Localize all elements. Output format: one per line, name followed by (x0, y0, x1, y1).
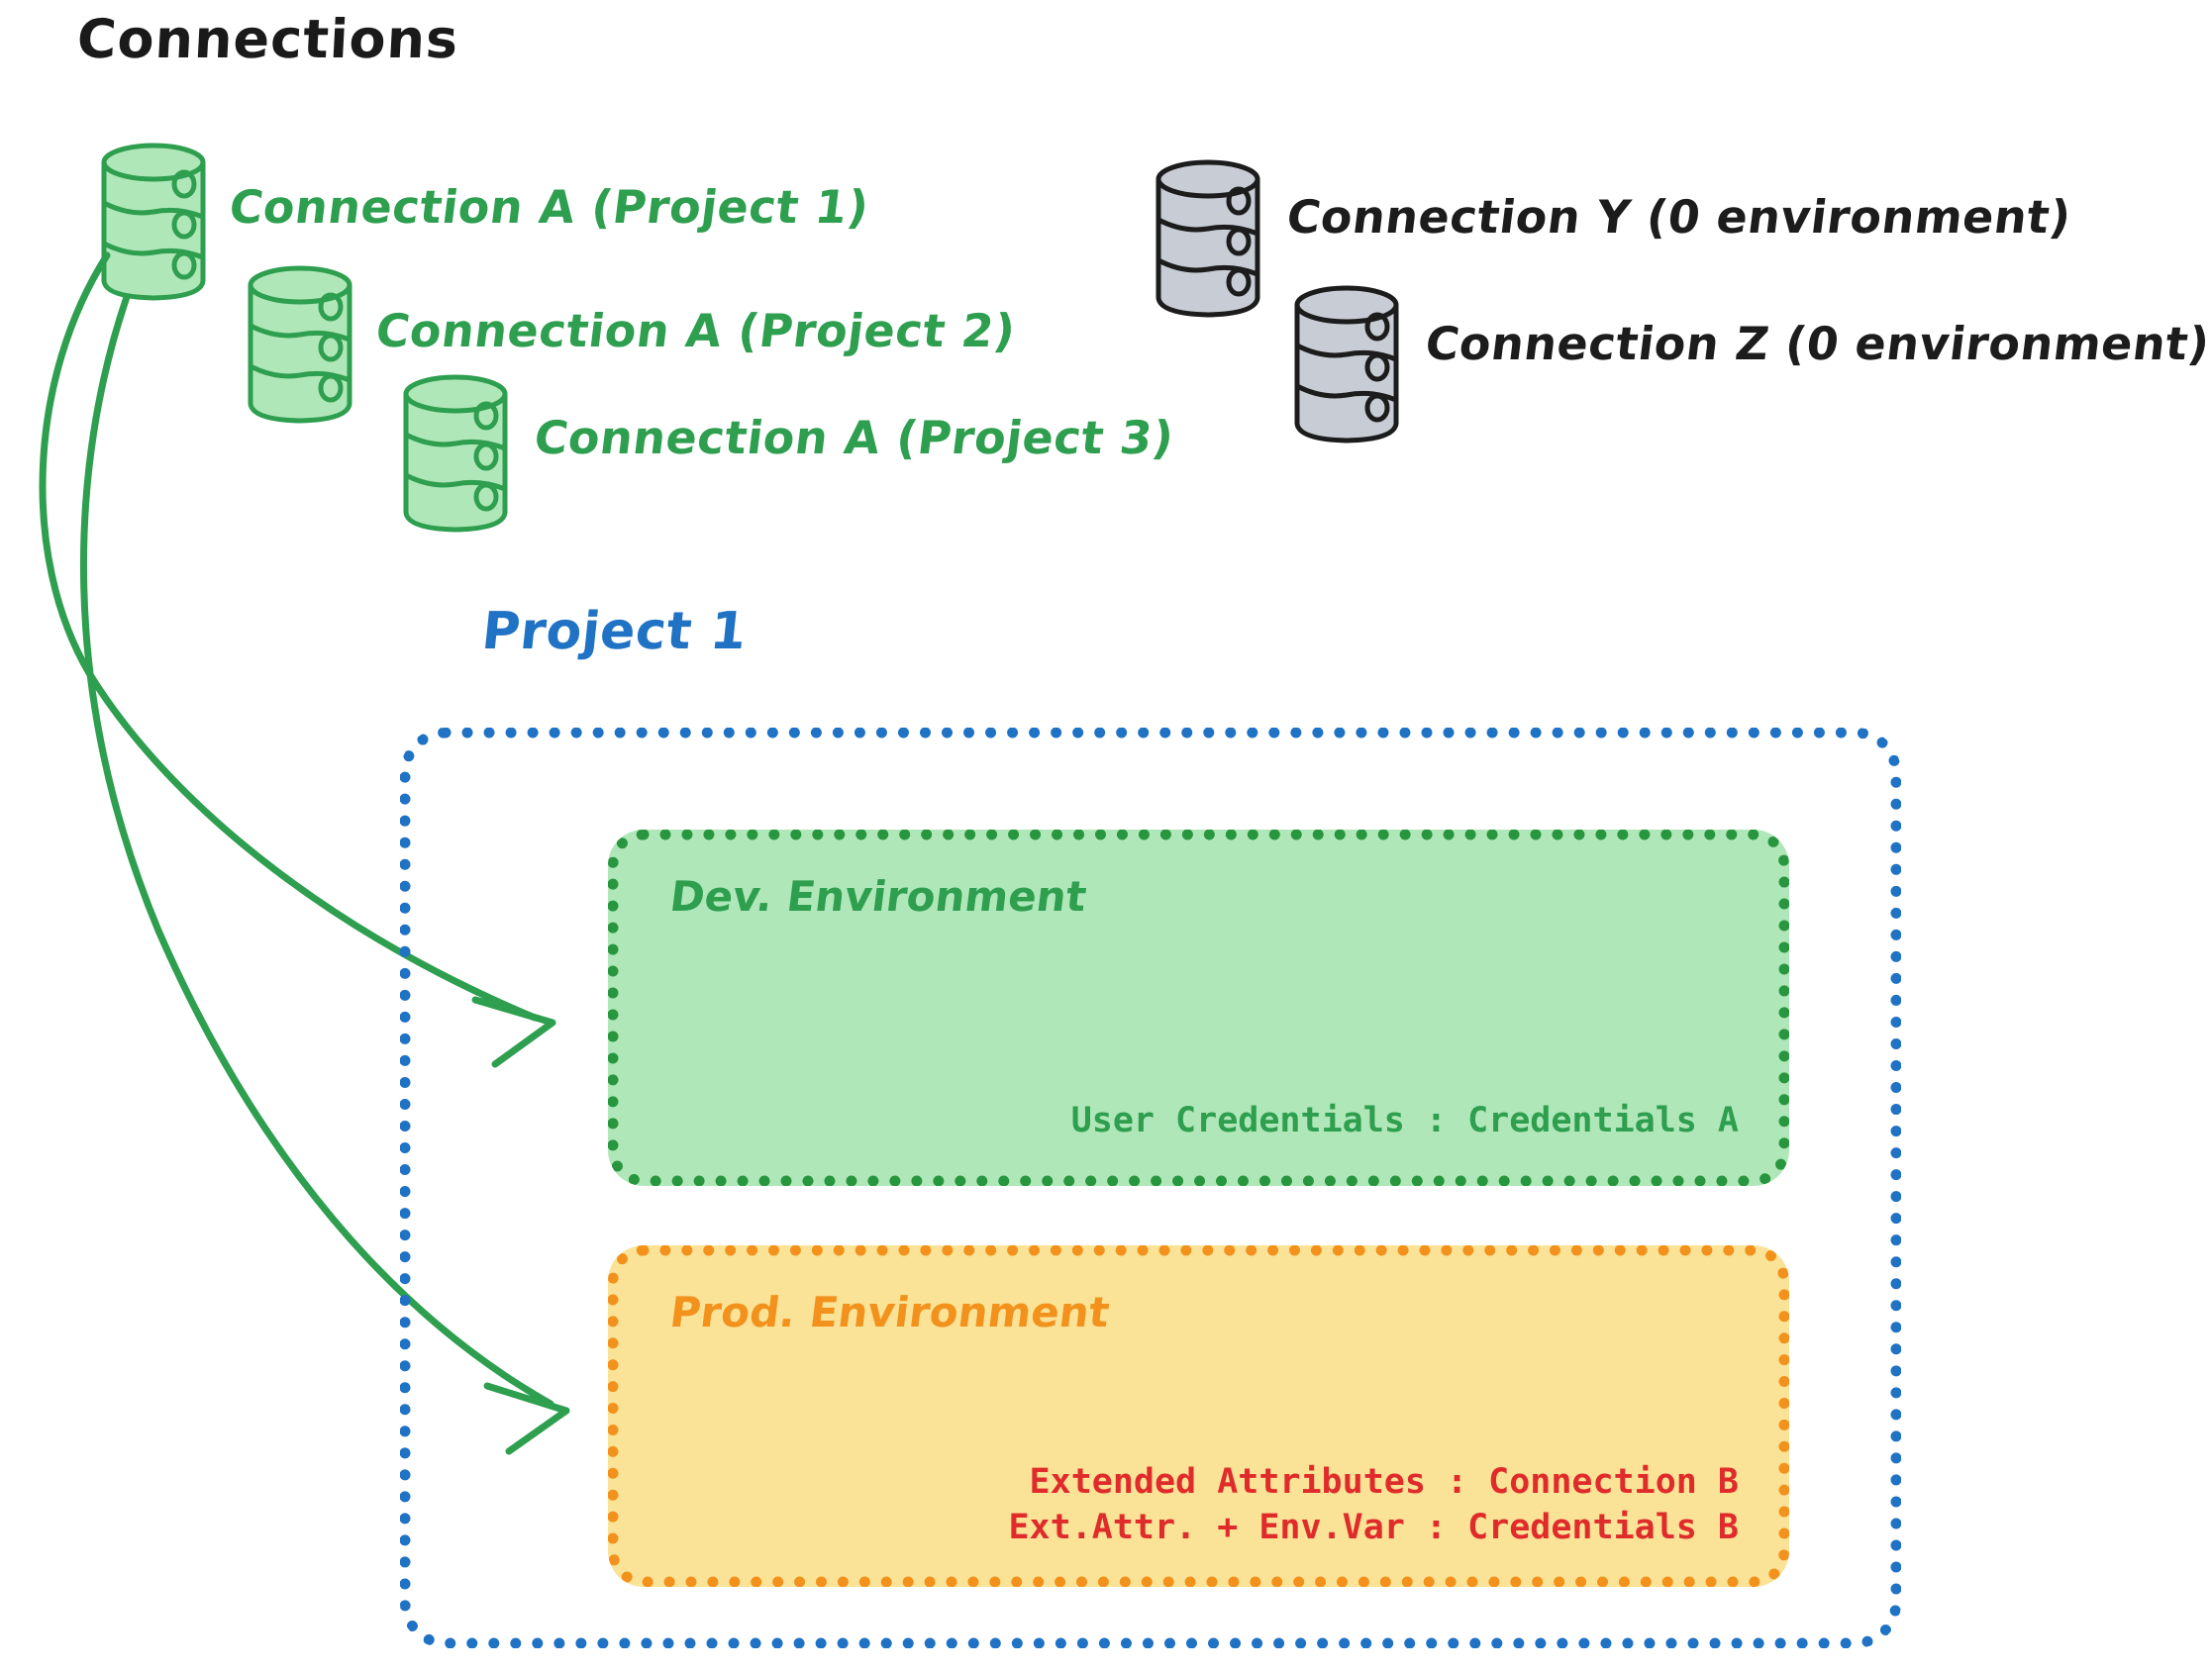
page-title: Connections (75, 8, 460, 70)
connection-label-a-project-1: Connection A (Project 1) (226, 180, 872, 234)
dev-environment-box: Dev. Environment User Credentials : Cred… (608, 830, 1789, 1186)
dev-environment-title: Dev. Environment (666, 872, 1089, 921)
connection-label-a-project-2: Connection A (Project 2) (372, 304, 1019, 357)
connection-label-y: Connection Y (0 environment) (1283, 190, 2074, 244)
database-icon-connection-a-project-1 (104, 146, 203, 298)
database-icon-connection-z (1297, 288, 1396, 441)
connection-label-a-project-3: Connection A (Project 3) (531, 411, 1177, 464)
database-icon-connection-a-project-3 (406, 377, 505, 530)
project-title: Project 1 (478, 602, 751, 661)
database-icon-connection-y (1158, 162, 1257, 315)
database-icon-connection-a-project-2 (251, 268, 350, 421)
project-1-container (400, 728, 1901, 1648)
dev-environment-details: User Credentials : Credentials A (1070, 1101, 1739, 1140)
connection-label-z: Connection Z (0 environment) (1422, 317, 2212, 370)
prod-environment-title: Prod. Environment (666, 1288, 1113, 1336)
prod-environment-details: Extended Attributes : Connection B Ext.A… (1008, 1462, 1739, 1547)
prod-environment-box: Prod. Environment Extended Attributes : … (608, 1245, 1789, 1587)
